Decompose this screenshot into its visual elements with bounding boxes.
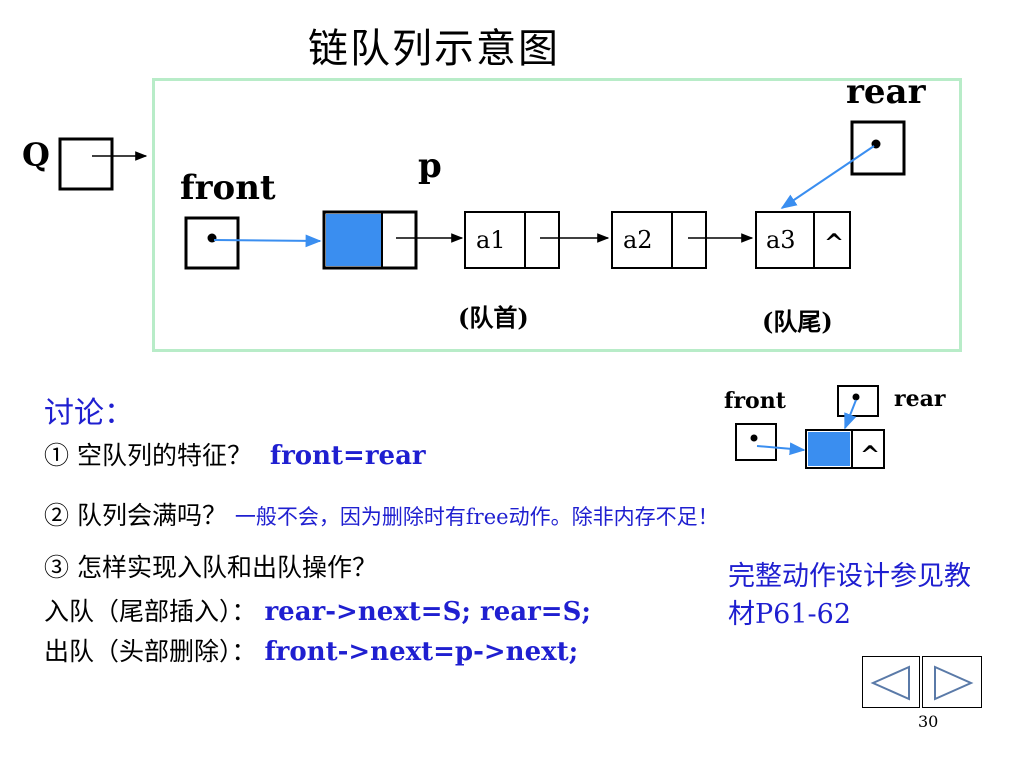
front-label: front: [180, 168, 276, 208]
discussion-heading: 讨论：: [44, 396, 134, 431]
null-mark: ^: [824, 228, 845, 257]
question-1-answer: front=rear: [269, 441, 426, 471]
dequeue-line: 出队（头部删除）： front->next=p->next;: [44, 632, 578, 668]
triangle-left-icon: [870, 665, 910, 701]
rear-pointer-box: [780, 120, 906, 209]
triangle-right-icon: [934, 665, 974, 701]
dequeue-label: 出队（头部删除）：: [44, 637, 257, 666]
node-a2-label: a2: [623, 226, 653, 254]
enqueue-label: 入队（尾部插入）：: [44, 597, 257, 626]
question-3: ③ 怎样实现入队和出队操作？: [44, 553, 377, 582]
q-label: Q: [22, 136, 50, 174]
head-node: [322, 210, 464, 270]
mini-front-label: front: [724, 388, 786, 414]
tail-caption: (队尾): [762, 307, 833, 336]
front-pointer-box: [184, 216, 322, 270]
mini-null-mark: ^: [860, 440, 881, 469]
diagram-frame: [152, 78, 962, 352]
enqueue-code: rear->next=S; rear=S;: [264, 597, 591, 627]
question-1-text: ① 空队列的特征？: [44, 441, 252, 470]
slide-title: 链队列示意图: [308, 26, 560, 72]
page-number: 30: [918, 712, 939, 731]
node-a2: [611, 211, 754, 269]
next-slide-button[interactable]: [922, 656, 982, 708]
node-a3-label: a3: [766, 226, 796, 254]
node-a1: [464, 211, 610, 269]
rear-label: rear: [846, 72, 926, 112]
head-caption: (队首): [458, 303, 529, 332]
question-2-answer: 一般不会，因为删除时有free动作。除非内存不足！: [234, 505, 719, 529]
node-a1-label: a1: [476, 226, 506, 254]
prev-slide-button[interactable]: [862, 656, 920, 708]
question-2: ② 队列会满吗？ 一般不会，因为删除时有free动作。除非内存不足！: [44, 496, 719, 532]
textbook-reference-note: 完整动作设计参见教材P61-62: [728, 561, 971, 630]
mini-empty-queue-diagram: [735, 385, 885, 469]
question-2-text: ② 队列会满吗？: [44, 501, 227, 530]
mini-rear-label: rear: [894, 386, 946, 412]
question-1: ① 空队列的特征？ front=rear: [44, 436, 426, 472]
p-label: p: [418, 146, 442, 186]
enqueue-line: 入队（尾部插入）： rear->next=S; rear=S;: [44, 592, 591, 628]
q-pointer-box: [58, 137, 148, 191]
dequeue-code: front->next=p->next;: [264, 637, 579, 667]
node-a3: [755, 211, 851, 269]
